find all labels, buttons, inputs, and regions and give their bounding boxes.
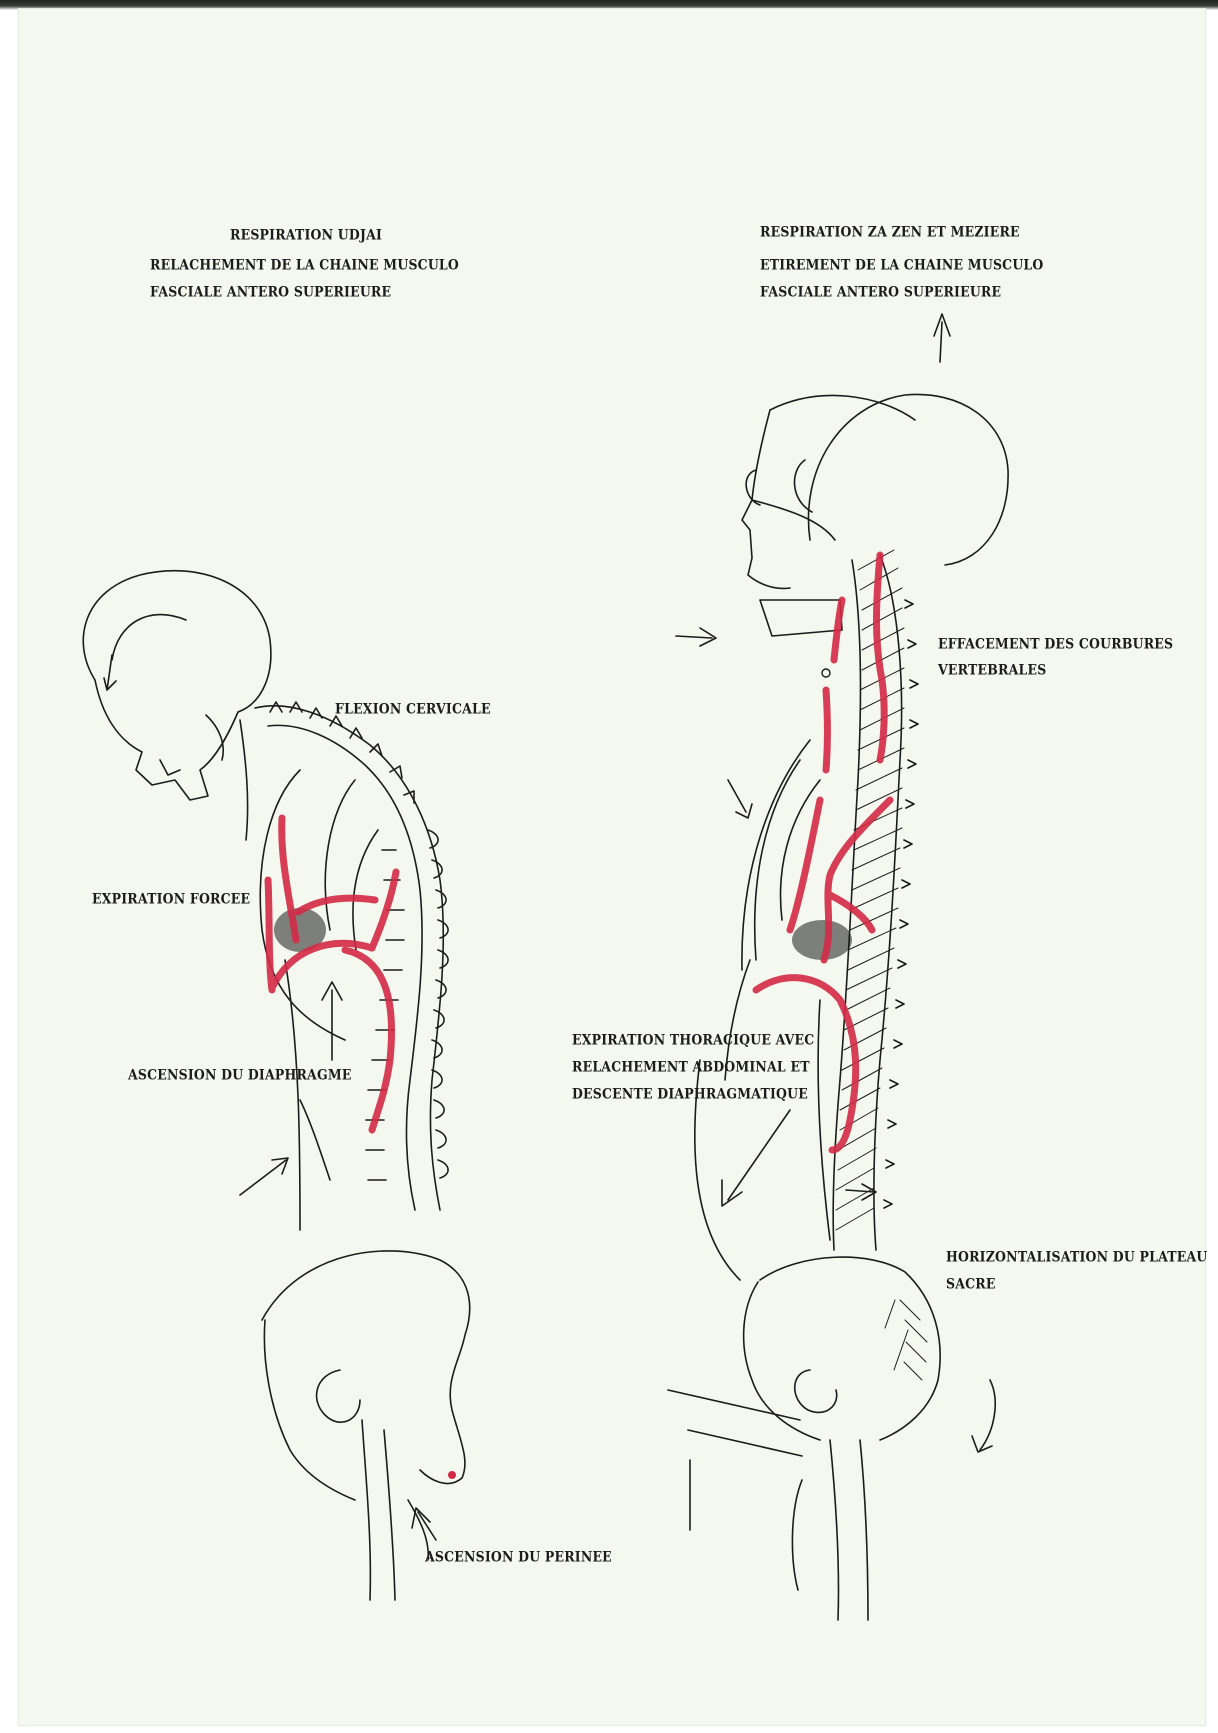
left-skull <box>83 571 271 840</box>
label-ascension-perinee: ASCENSION DU PERINEE <box>425 1550 612 1564</box>
label-expiration-forcee: EXPIRATION FORCEE <box>92 892 250 906</box>
right-shadow <box>792 920 852 960</box>
label-flexion-cervicale: FLEXION CERVICALE <box>335 702 491 716</box>
label-ascension-diaphragme: ASCENSION DU DIAPHRAGME <box>128 1068 352 1082</box>
right-trunk <box>695 960 830 1280</box>
label-expiration-thoracique-line-3: DESCENTE DIAPHRAGMATIQUE <box>572 1087 808 1101</box>
right-pelvis <box>668 1257 940 1620</box>
label-expiration-thoracique-line-1: EXPIRATION THORACIQUE AVEC <box>572 1033 814 1047</box>
red-dot <box>448 1471 456 1479</box>
label-horizontalisation-line-1: HORIZONTALISATION DU PLATEAU <box>946 1250 1208 1264</box>
left-title-line-1: RESPIRATION UDJAI <box>230 228 382 242</box>
label-expiration-thoracique-line-2: RELACHEMENT ABDOMINAL ET <box>572 1060 810 1074</box>
left-title-line-3: FASCIALE ANTERO SUPERIEURE <box>150 285 391 299</box>
label-effacement-line-2: VERTEBRALES <box>938 663 1046 677</box>
label-effacement-line-1: EFFACEMENT DES COURBURES <box>938 637 1173 651</box>
right-title-line-2: ETIREMENT DE LA CHAINE MUSCULO <box>760 258 1044 272</box>
left-trunk <box>285 960 330 1230</box>
right-title-line-1: RESPIRATION ZA ZEN ET MEZIERE <box>760 225 1020 239</box>
label-horizontalisation-line-2: SACRE <box>946 1277 996 1291</box>
small-circle <box>822 669 830 677</box>
left-spine-and-ribs <box>255 702 448 1210</box>
right-title-line-3: FASCIALE ANTERO SUPERIEURE <box>760 285 1001 299</box>
left-title-line-2: RELACHEMENT DE LA CHAINE MUSCULO <box>150 258 459 272</box>
